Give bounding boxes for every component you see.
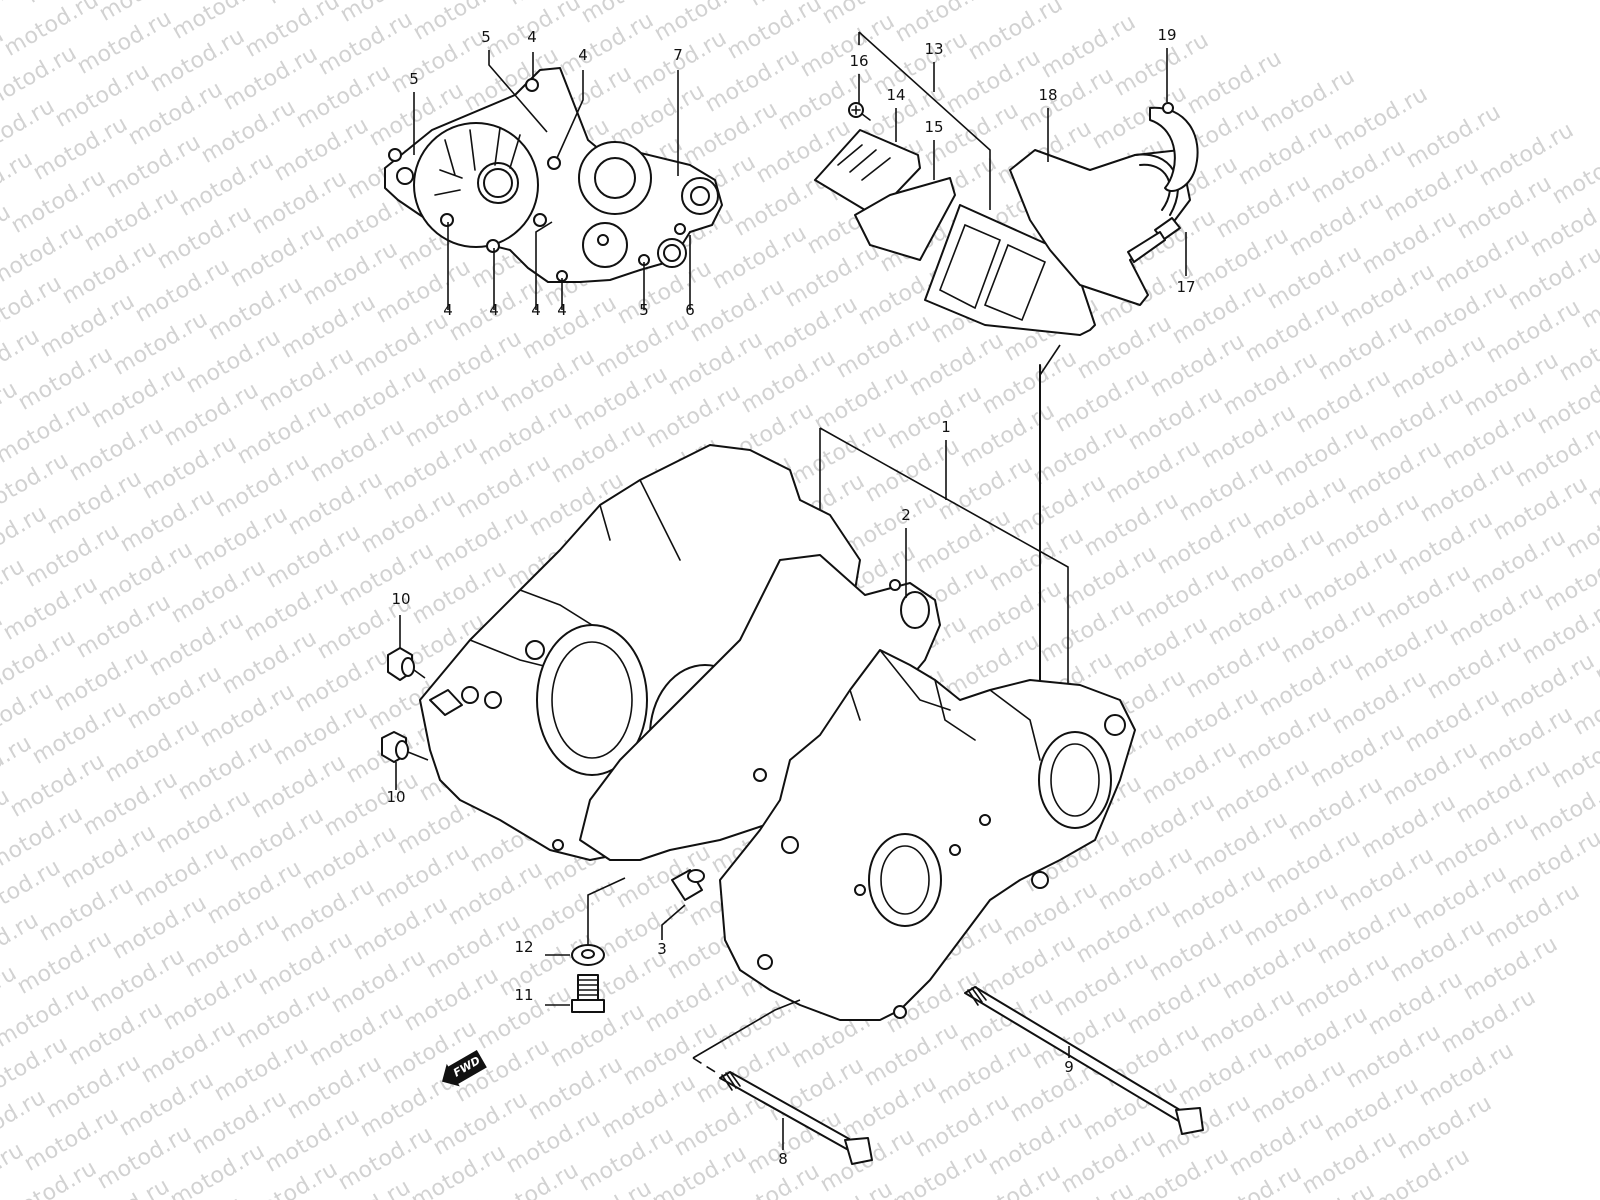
callout-c19[interactable]: 19 [1157,26,1177,44]
callout-c3[interactable]: 3 [657,940,667,958]
callout-c17[interactable]: 17 [1176,278,1196,296]
callout-c12[interactable]: 12 [514,938,534,956]
callout-c16[interactable]: 16 [849,52,869,70]
callout-c5c[interactable]: 5 [639,301,649,319]
callout-c4d[interactable]: 4 [489,301,499,319]
callout-c18[interactable]: 18 [1038,86,1058,104]
callout-c14[interactable]: 14 [886,86,906,104]
crankcase-cover-detail [384,50,723,310]
callout-c10b[interactable]: 10 [386,788,406,806]
callout-c11[interactable]: 11 [514,986,534,1004]
callout-c6[interactable]: 6 [685,301,695,319]
callout-c9[interactable]: 9 [1064,1058,1074,1076]
callout-c8[interactable]: 8 [778,1150,788,1168]
callout-c4b[interactable]: 4 [578,46,588,64]
callout-c15[interactable]: 15 [924,118,944,136]
crankcase-assembly [419,427,1136,1021]
callout-c1[interactable]: 1 [941,418,951,436]
callout-c2[interactable]: 2 [901,506,911,524]
callout-c4e[interactable]: 4 [531,301,541,319]
callout-c10a[interactable]: 10 [391,590,411,608]
fasteners [381,615,1204,1165]
intake-assembly [814,31,1199,681]
callout-c5b[interactable]: 5 [481,28,491,46]
callout-c7[interactable]: 7 [673,46,683,64]
callout-c4c[interactable]: 4 [443,301,453,319]
callout-c5a[interactable]: 5 [409,70,419,88]
callout-c4f[interactable]: 4 [557,301,567,319]
callout-c4a[interactable]: 4 [527,28,537,46]
callout-c13[interactable]: 13 [924,40,944,58]
